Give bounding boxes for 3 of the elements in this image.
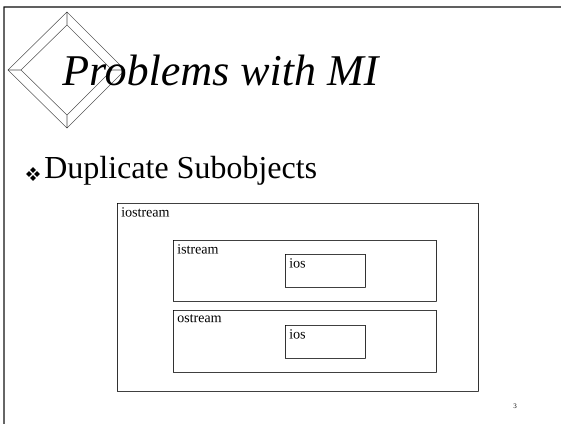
class-box: ios: [285, 254, 366, 288]
bullet-text: Duplicate Subobjects: [45, 156, 316, 185]
class-box: ios: [285, 325, 366, 359]
